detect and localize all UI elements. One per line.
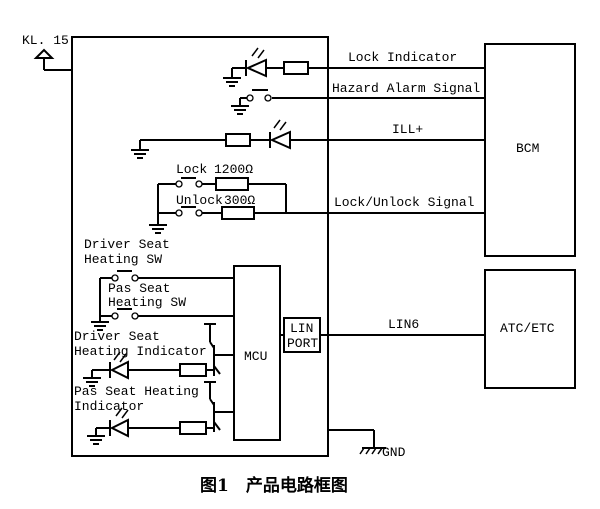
power-label: KL. 15 (22, 33, 69, 48)
led-symbol (245, 58, 267, 78)
resistor (179, 421, 207, 435)
gnd-terminal: GND (328, 429, 406, 460)
antenna-symbol (33, 48, 55, 59)
atc-module (484, 269, 576, 389)
lin-port-label-1: LIN (290, 321, 313, 336)
resistor (179, 363, 207, 377)
pas-ind-label-1: Pas Seat Heating (74, 384, 199, 399)
pas-seat-heating-indicator: Pas Seat Heating Indicator (74, 381, 234, 445)
driver-sw-label-2: Heating SW (84, 252, 162, 267)
product-box (71, 36, 329, 457)
lock-indicator-circuit: Lock Indicator (223, 47, 485, 87)
mcu-label: MCU (244, 349, 267, 364)
driver-seat-heating-indicator: Driver Seat Heating Indicator (74, 323, 234, 387)
lock-indicator-label: Lock Indicator (348, 50, 457, 65)
driver-ind-label-2: Heating Indicator (74, 344, 207, 359)
unlock-resistor-label: 300Ω (224, 193, 255, 208)
mcu-block (233, 265, 281, 441)
pas-seat-heating-switch: Pas Seat Heating SW (91, 281, 234, 331)
gnd-label: GND (382, 445, 406, 460)
led-symbol (109, 360, 129, 380)
power-input: KL. 15 (22, 33, 72, 71)
pas-sw-label-2: Heating SW (108, 295, 186, 310)
hazard-alarm-circuit: Hazard Alarm Signal (231, 81, 485, 115)
atc-label: ATC/ETC (500, 321, 555, 336)
bcm-label: BCM (516, 141, 539, 156)
driver-seat-heating-switch: Driver Seat Heating SW (84, 237, 234, 316)
resistor-300 (221, 206, 255, 220)
driver-sw-label-1: Driver Seat (84, 237, 170, 252)
lock-unlock-label: Lock/Unlock Signal (334, 195, 475, 210)
lin-port-label-2: PORT (287, 336, 318, 351)
lin6-label: LIN6 (388, 317, 419, 332)
figure-caption: 图1 产品电路框图 (200, 475, 348, 496)
resistor (225, 133, 251, 147)
led-symbol (269, 130, 291, 150)
lock-unlock-circuit: Lock 1200Ω Unlock 300Ω Lock/Unlock Signa… (149, 162, 485, 234)
bcm-module (484, 43, 576, 257)
pas-sw-label-1: Pas Seat (108, 281, 170, 296)
driver-ind-label-1: Driver Seat (74, 329, 160, 344)
ill-circuit: ILL+ (131, 119, 485, 159)
lock-switch-label: Lock (176, 162, 207, 177)
pas-ind-label-2: Indicator (74, 399, 144, 414)
ill-label: ILL+ (392, 122, 423, 137)
hazard-label: Hazard Alarm Signal (332, 81, 480, 96)
switch-terminal (264, 94, 272, 102)
unlock-switch-label: Unlock (176, 193, 223, 208)
resistor-1200 (215, 177, 249, 191)
lock-resistor-label: 1200Ω (214, 162, 253, 177)
led-symbol (109, 418, 129, 438)
resistor (283, 61, 309, 75)
